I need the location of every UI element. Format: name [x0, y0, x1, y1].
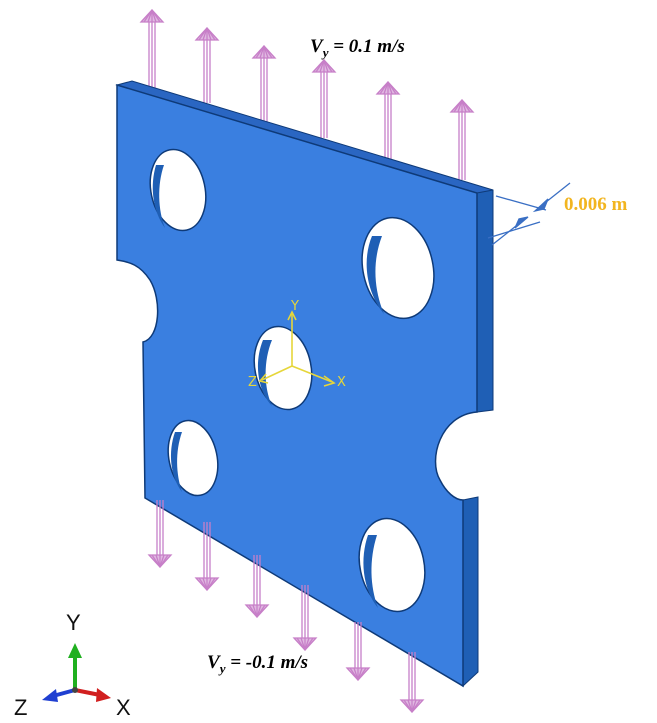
bottom-velocity-arrow — [345, 622, 371, 681]
hole-bottom-right — [358, 517, 426, 613]
hole-top-right-wall — [366, 236, 384, 314]
bottom-velocity-arrow — [147, 500, 173, 568]
top-velocity-arrow — [194, 27, 220, 103]
local-x-label: X — [337, 375, 346, 390]
local-axes — [258, 310, 336, 387]
hole-bottom-right-wall — [363, 535, 378, 608]
triad-y-arrowhead — [68, 643, 82, 658]
velocity-bottom-symbol: V — [207, 652, 221, 673]
top-velocity-arrow — [449, 99, 475, 180]
top-velocity-arrow — [375, 81, 401, 160]
velocity-bottom-subscript: y — [218, 661, 226, 676]
plate — [115, 80, 494, 688]
hole-bottom-left-wall — [170, 432, 182, 492]
triad-z-arrowhead — [42, 689, 58, 702]
velocity-top-label: Vy = 0.1 m/s — [310, 36, 405, 60]
triad-origin — [72, 687, 78, 693]
velocity-top-subscript: y — [321, 45, 329, 60]
hole-top-left — [149, 148, 207, 232]
local-x-axis — [291, 365, 333, 383]
hole-top-left-wall — [152, 165, 165, 228]
velocity-bottom-value: = -0.1 m/s — [225, 652, 308, 673]
triad-z-label: Z — [14, 695, 27, 720]
local-y-label: Y — [290, 299, 299, 314]
top-velocity-arrows — [139, 9, 475, 180]
dim-arrowhead-upper — [532, 198, 549, 213]
velocity-bottom-label: Vy = -0.1 m/s — [207, 652, 308, 676]
local-y-arrowhead — [287, 310, 297, 321]
triad-y-label: Y — [66, 610, 81, 635]
plate-side-right-lower — [462, 496, 479, 688]
velocity-top-value: = 0.1 m/s — [328, 36, 404, 57]
triad-x-arrowhead — [96, 688, 111, 702]
top-velocity-arrow — [311, 59, 337, 138]
bottom-velocity-arrows — [147, 500, 425, 713]
dim-extension-bottom — [487, 221, 541, 239]
hole-bottom-left — [167, 419, 219, 497]
local-z-axis — [261, 365, 293, 381]
thickness-dimension — [487, 182, 571, 246]
thickness-label: 0.006 m — [564, 194, 628, 215]
top-velocity-arrow — [139, 9, 165, 90]
hole-center-wall — [257, 340, 272, 406]
plate-holes — [149, 148, 435, 613]
global-triad — [42, 643, 111, 702]
bottom-velocity-arrow — [244, 555, 270, 618]
top-velocity-arrow — [251, 45, 277, 122]
bottom-velocity-arrow — [399, 652, 425, 713]
local-z-label: Z — [248, 375, 257, 390]
triad-x-axis — [74, 688, 101, 697]
bottom-velocity-arrow — [194, 522, 220, 591]
local-z-arrowhead — [258, 373, 269, 384]
triad-x-label: X — [116, 695, 131, 720]
bottom-velocity-arrow — [292, 585, 318, 651]
plate-side-right — [476, 186, 494, 413]
local-x-arrowhead — [323, 375, 336, 387]
hole-top-right — [361, 216, 435, 320]
velocity-top-symbol: V — [310, 36, 324, 57]
dim-arrowhead-lower — [514, 216, 529, 229]
